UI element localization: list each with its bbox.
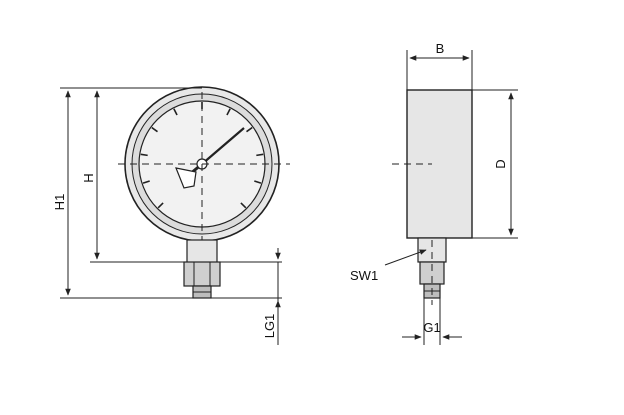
dial-tick [240,202,247,209]
dial-tick [226,108,231,116]
front-socket-hex [183,261,221,287]
dial-tick [254,180,262,184]
front-socket-neck [186,239,218,265]
side-view: B D SW1 G1 [350,41,518,345]
dial-tick [142,180,150,184]
label-d: D [493,159,508,168]
dial-tick [173,108,178,116]
dial-tick [140,153,148,157]
front-view: H1 H LG1 [52,86,290,345]
label-b: B [436,41,445,56]
label-g1: G1 [423,320,440,335]
label-h1: H1 [52,194,67,211]
label-h: H [81,173,96,182]
leader-sw1 [384,249,427,266]
dial-tick [151,126,158,133]
pointer-counterweight [175,167,197,189]
label-sw1: SW1 [350,268,378,283]
dial-tick [246,126,253,133]
label-lg1: LG1 [262,314,277,339]
dial-tick [256,153,264,157]
dial-tick [157,202,164,209]
dial-scale-ticks [140,102,264,209]
